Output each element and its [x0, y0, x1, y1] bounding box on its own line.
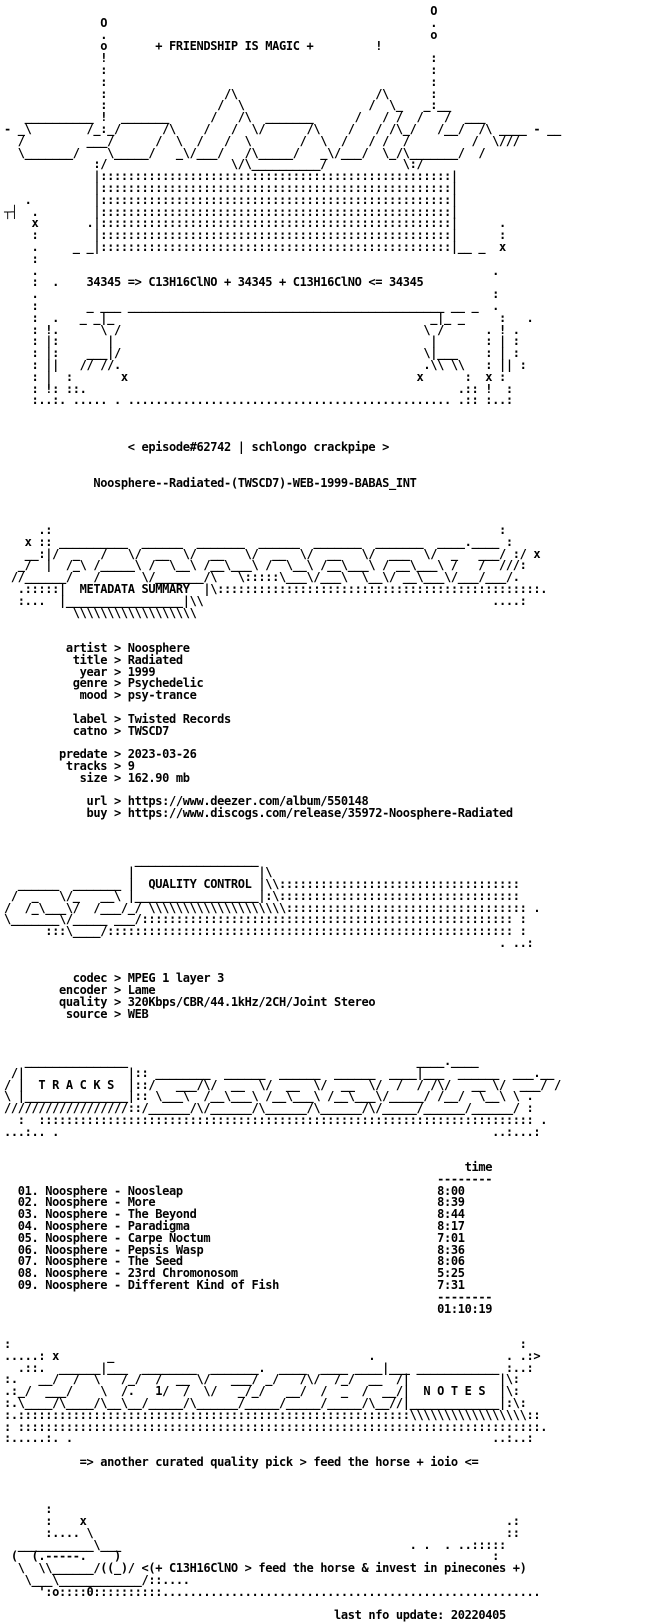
banner-title: + FRIENDSHIP IS MAGIC + — [155, 39, 314, 54]
track-num: 07. — [17, 1254, 39, 1269]
track-artist: Noosphere — [45, 1266, 108, 1281]
track-title: 23rd Chromonosom — [127, 1266, 238, 1281]
track-title: Noosleap — [127, 1183, 183, 1198]
quality-quality: 320Kbps/CBR/44.1kHz/2CH/Joint Stereo — [127, 994, 376, 1009]
tracks-time-header: time — [464, 1160, 493, 1175]
meta-size: 162.90 mb — [127, 770, 190, 785]
release-name: Noosphere--Radiated-(TWSCD7)-WEB-1999-BA… — [93, 475, 417, 490]
episode-line: < episode#62742 | schlongo crackpipe > — [127, 440, 390, 455]
track-time: 8:44 — [437, 1207, 465, 1222]
quality-codec: MPEG 1 layer 3 — [127, 971, 225, 986]
section-tracks: T R A C K S — [38, 1077, 114, 1092]
track-title: Different Kind of Fish — [127, 1278, 280, 1293]
track-title: Paradigma — [127, 1219, 190, 1234]
track-artist: Noosphere — [45, 1230, 108, 1245]
section-quality: QUALITY CONTROL — [148, 876, 252, 891]
last-update: last nfo update: 20220405 — [333, 1608, 506, 1622]
section-notes: N O T E S — [423, 1384, 486, 1399]
track-title: The Seed — [127, 1254, 183, 1269]
track-num: 03. — [17, 1207, 39, 1222]
track-time: 8:17 — [437, 1219, 465, 1234]
track-num: 08. — [17, 1266, 39, 1281]
track-title: Pepsis Wasp — [127, 1242, 204, 1257]
track-num: 06. — [17, 1242, 39, 1257]
meta-predate: 2023-03-26 — [127, 747, 197, 762]
track-num: 01. — [17, 1183, 39, 1198]
track-time: 8:39 — [437, 1195, 465, 1210]
footer-line: <(+ C13H16ClNO > feed the horse & invest… — [141, 1561, 527, 1576]
track-artist: Noosphere — [45, 1219, 108, 1234]
notes-line: => another curated quality pick > feed t… — [79, 1455, 479, 1470]
track-time: 5:25 — [437, 1266, 465, 1281]
meta-artist: Noosphere — [127, 641, 190, 656]
track-num: 09. — [17, 1278, 39, 1293]
track-num: 05. — [17, 1230, 39, 1245]
track-time: 8:06 — [437, 1254, 465, 1269]
track-artist: Noosphere — [45, 1278, 108, 1293]
meta-buy: https://www.discogs.com/release/35972-No… — [127, 806, 513, 821]
meta-label: Twisted Records — [127, 711, 231, 726]
section-metadata: METADATA SUMMARY — [79, 582, 190, 597]
track-time: 7:31 — [437, 1278, 465, 1293]
meta-tracks: 9 — [127, 759, 135, 773]
track-time: 8:00 — [437, 1183, 465, 1198]
nfo-document: O O . . o o + FRIENDSHIP IS MAGIC + ! ! — [4, 4, 561, 1622]
track-artist: Noosphere — [45, 1207, 108, 1222]
meta-title: Radiated — [127, 652, 183, 667]
meta-url: https://www.deezer.com/album/550148 — [127, 794, 369, 809]
track-title: More — [127, 1195, 156, 1210]
formula-line: 34345 => C13H16ClNO + 34345 + C13H16ClNO… — [86, 275, 424, 290]
track-title: The Beyond — [127, 1207, 197, 1222]
track-artist: Noosphere — [45, 1242, 108, 1257]
track-time: 7:01 — [437, 1230, 465, 1245]
track-artist: Noosphere — [45, 1195, 108, 1210]
meta-mood: psy-trance — [127, 688, 197, 703]
quality-source: WEB — [127, 1006, 149, 1021]
tracks-total: 01:10:19 — [437, 1301, 493, 1316]
track-num: 04. — [17, 1219, 39, 1234]
meta-catno: TWSCD7 — [127, 723, 170, 738]
track-num: 02. — [17, 1195, 39, 1210]
meta-year: 1999 — [127, 664, 156, 679]
track-title: Carpe Noctum — [127, 1230, 211, 1245]
quality-encoder: Lame — [127, 983, 156, 998]
track-time: 8:36 — [437, 1242, 465, 1257]
track-artist: Noosphere — [45, 1254, 108, 1269]
track-artist: Noosphere — [45, 1183, 108, 1198]
meta-genre: Psychedelic — [127, 676, 204, 691]
